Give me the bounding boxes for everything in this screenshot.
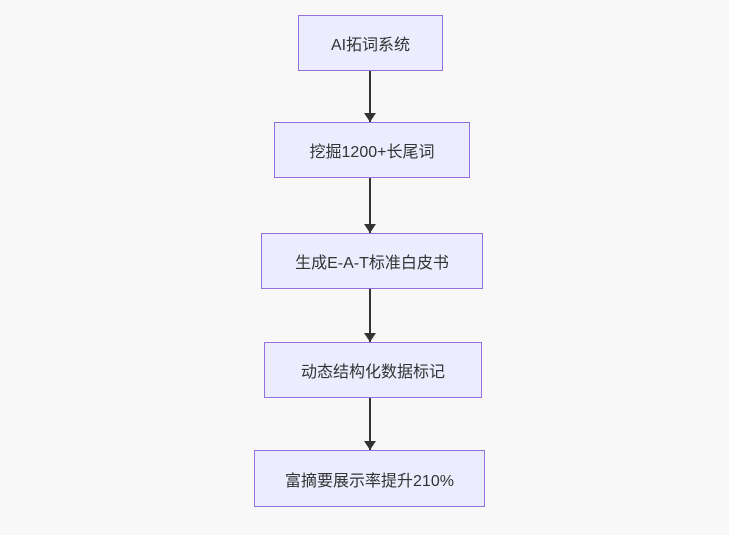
flow-node-label: 动态结构化数据标记 xyxy=(300,364,445,381)
flow-node-mine-longtail-keywords: 挖掘1200+长尾词 xyxy=(274,122,470,178)
flow-arrow-1 xyxy=(364,71,376,122)
arrow-line xyxy=(369,71,371,122)
flow-arrow-3 xyxy=(364,289,376,342)
flow-node-label: 富摘要展示率提升210% xyxy=(285,472,454,490)
arrow-line xyxy=(369,398,371,450)
flow-node-dynamic-structured-data-markup: 动态结构化数据标记 xyxy=(264,342,482,398)
arrowhead-down-icon xyxy=(364,441,376,450)
arrowhead-down-icon xyxy=(364,333,376,342)
flow-node-label: 生成E-A-T标准白皮书 xyxy=(295,255,449,272)
flow-node-generate-eat-whitepaper: 生成E-A-T标准白皮书 xyxy=(261,233,483,289)
flow-node-label: AI拓词系统 xyxy=(330,37,411,54)
flow-node-ai-word-expansion-system: AI拓词系统 xyxy=(298,15,443,71)
arrow-line xyxy=(369,289,371,342)
arrowhead-down-icon xyxy=(364,224,376,233)
arrow-line xyxy=(369,178,371,233)
flow-node-label: 挖掘1200+长尾词 xyxy=(309,144,435,161)
flow-arrow-2 xyxy=(364,178,376,233)
flow-arrow-4 xyxy=(364,398,376,450)
flow-node-rich-snippet-rate-increase: 富摘要展示率提升210% xyxy=(254,450,485,507)
arrowhead-down-icon xyxy=(364,113,376,122)
